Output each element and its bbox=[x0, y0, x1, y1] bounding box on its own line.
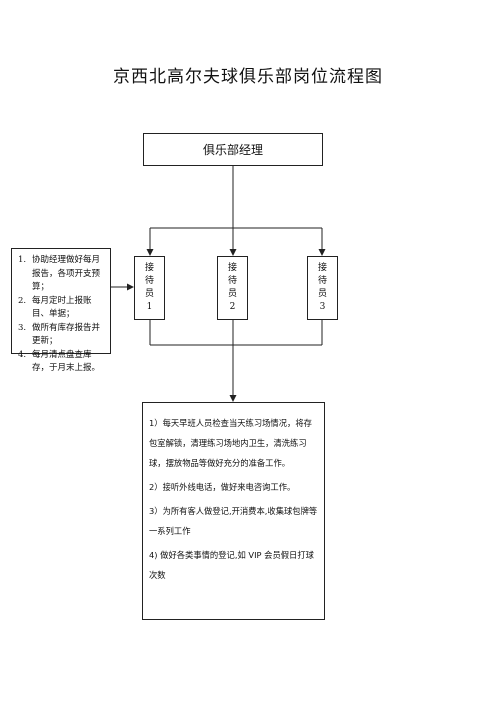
staff-duty-4: 4) 做好各类事情的登记,如 VIP 会员假日打球次数 bbox=[149, 550, 314, 580]
staff-box-2: 接 待 员 2 bbox=[217, 256, 248, 320]
staff-2-char-2: 待 bbox=[227, 276, 237, 286]
staff-duty-1: 1）每天早班人员检查当天练习场情况，将存包室解锁，清理练习场地内卫生，清洗练习球… bbox=[149, 418, 312, 468]
staff-3-char-3: 员 bbox=[317, 289, 327, 299]
manager-duties-box: 1.协助经理做好每月报告，各项开支预算； 2.每月定时上报账目、单据； 3.做所… bbox=[11, 248, 111, 373]
staff-3-char-4: 3 bbox=[319, 302, 326, 312]
duty-item-1: 1.协助经理做好每月报告，各项开支预算； bbox=[18, 255, 101, 292]
staff-1-char-3: 员 bbox=[144, 289, 154, 299]
staff-box-1: 接 待 员 1 bbox=[134, 256, 165, 320]
duty-item-2: 2.每月定时上报账目、单据； bbox=[18, 295, 92, 320]
staff-2-char-1: 接 bbox=[227, 263, 237, 273]
staff-1-char-2: 待 bbox=[144, 276, 154, 286]
staff-1-char-4: 1 bbox=[146, 302, 153, 312]
duty-item-3: 3.做所有库存报告并更新； bbox=[18, 322, 101, 347]
manager-label: 俱乐部经理 bbox=[202, 143, 263, 157]
staff-2-char-4: 2 bbox=[229, 302, 236, 312]
staff-2-char-3: 员 bbox=[227, 289, 237, 299]
staff-box-3: 接 待 员 3 bbox=[307, 256, 338, 320]
page-title: 京西北高尔夫球俱乐部岗位流程图 bbox=[113, 67, 383, 87]
staff-duties-box: 1）每天早班人员检查当天练习场情况，将存包室解锁，清理练习场地内卫生，清洗练习球… bbox=[142, 402, 325, 620]
staff-duty-3: 3）为所有客人做登记,开消费本,收集球包牌等一系列工作 bbox=[149, 506, 318, 536]
manager-duties-list: 1.协助经理做好每月报告，各项开支预算； 2.每月定时上报账目、单据； 3.做所… bbox=[18, 254, 106, 376]
staff-duty-2: 2）接听外线电话，做好来电咨询工作。 bbox=[149, 482, 296, 492]
staff-1-char-1: 接 bbox=[144, 263, 154, 273]
staff-3-char-2: 待 bbox=[317, 276, 327, 286]
duty-item-4: 4.每月清点盘查库存，于月末上报。 bbox=[18, 349, 101, 374]
staff-3-char-1: 接 bbox=[317, 263, 327, 273]
manager-box: 俱乐部经理 bbox=[143, 133, 323, 166]
